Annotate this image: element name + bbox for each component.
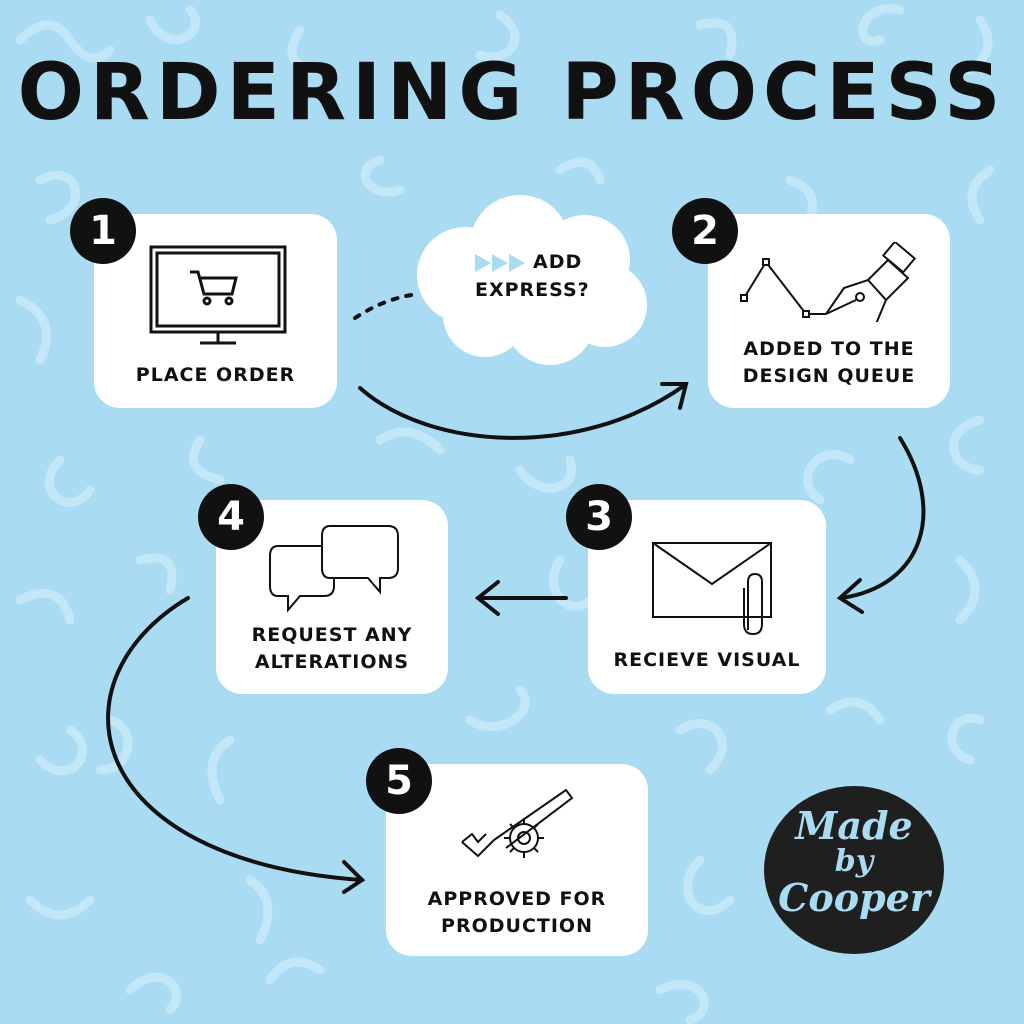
arrow-4-to-5 xyxy=(106,596,364,882)
step-card-place-order: PLACE ORDER xyxy=(94,214,337,408)
logo-line-2: by xyxy=(834,844,874,879)
speech-bubbles-icon xyxy=(269,525,399,613)
logo-line-1: Made xyxy=(795,803,913,848)
step-2-label-line-1: ADDED TO THE xyxy=(743,338,915,360)
step-2-label: ADDED TO THE DESIGN QUEUE xyxy=(708,336,950,390)
logo-text: Made by Cooper xyxy=(762,806,946,918)
step-4-label-line-2: ALTERATIONS xyxy=(254,651,410,673)
computer-cart-icon xyxy=(149,245,287,345)
check-gear-icon xyxy=(461,788,574,858)
step-3-label: RECIEVE VISUAL xyxy=(613,649,801,671)
express-line-1: ADD xyxy=(533,251,583,273)
logo-line-3: Cooper xyxy=(778,875,930,920)
step-4-label-line-1: REQUEST ANY xyxy=(251,624,413,646)
step-2-label-line-2: DESIGN QUEUE xyxy=(742,365,916,387)
step-5-label-line-2: PRODUCTION xyxy=(441,915,593,937)
step-5-label-line-1: APPROVED FOR xyxy=(427,888,607,910)
step-2-badge: 2 xyxy=(672,198,738,264)
arrow-1-to-2 xyxy=(358,383,687,440)
step-5-label: APPROVED FOR PRODUCTION xyxy=(386,886,648,940)
made-by-cooper-logo xyxy=(764,786,944,954)
step-5-badge: 5 xyxy=(366,748,432,814)
express-line-2: EXPRESS? xyxy=(475,279,590,301)
express-label: ADD EXPRESS? xyxy=(475,248,625,304)
pen-tool-icon xyxy=(740,242,917,322)
envelope-paperclip-icon xyxy=(652,542,772,636)
step-4-label: REQUEST ANY ALTERATIONS xyxy=(216,622,448,676)
step-1-badge: 1 xyxy=(70,198,136,264)
dotted-connector xyxy=(353,292,420,320)
express-cloud xyxy=(417,195,647,365)
page-title: ORDERING PROCESS xyxy=(17,48,1007,138)
step-card-approved: APPROVED FOR PRODUCTION xyxy=(386,764,648,956)
step-card-design-queue: ADDED TO THE DESIGN QUEUE xyxy=(708,214,950,408)
step-4-badge: 4 xyxy=(198,484,264,550)
arrow-2-to-3 xyxy=(840,436,926,600)
step-3-badge: 3 xyxy=(566,484,632,550)
step-1-label: PLACE ORDER xyxy=(135,364,296,386)
fast-forward-icon xyxy=(475,254,525,272)
